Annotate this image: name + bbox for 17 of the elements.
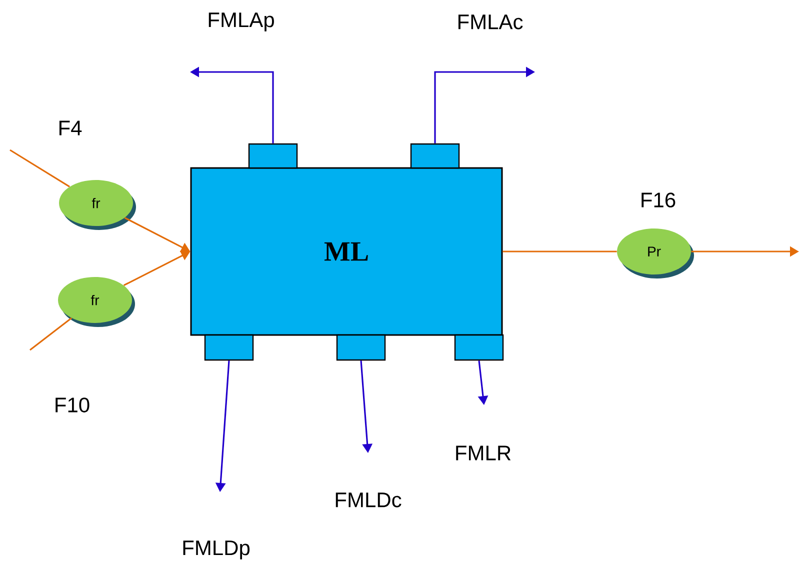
- oval-node: Pr: [617, 228, 694, 278]
- unit-box: ML: [190, 167, 503, 336]
- flow-label: FMLDc: [336, 492, 402, 508]
- flow-label: FMLR: [456, 446, 511, 460]
- port-box: [336, 334, 386, 361]
- oval-node: fr: [59, 180, 136, 230]
- flow-label: FMLAc: [458, 14, 523, 30]
- oval-node: fr: [58, 277, 135, 327]
- port-box: [204, 334, 254, 361]
- flow-label: F10: [56, 398, 90, 412]
- port-box: [248, 143, 298, 169]
- flow-label: FMLDp: [183, 540, 250, 560]
- port-box: [454, 334, 504, 361]
- port-box: [410, 143, 460, 169]
- flow-label: FMLAp: [208, 12, 274, 32]
- flow-label: F4: [59, 120, 82, 136]
- flow-label: F16: [642, 192, 676, 208]
